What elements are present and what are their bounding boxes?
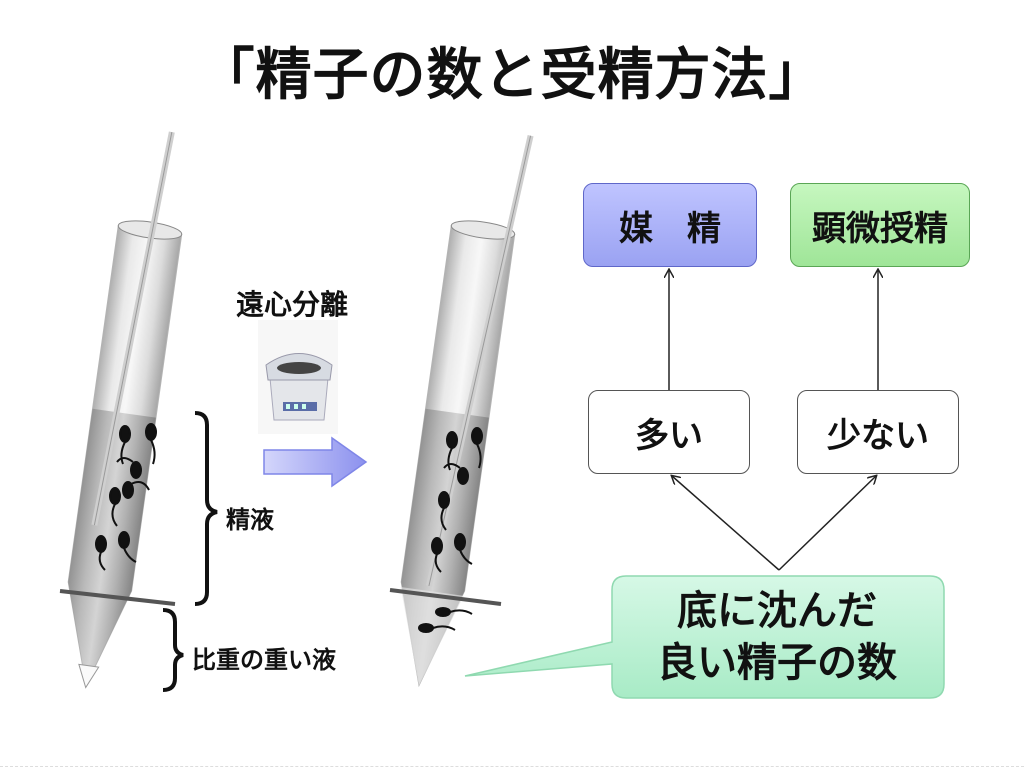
many-box: 多い (588, 390, 750, 474)
sperm-cells-after (431, 427, 483, 573)
flow-arrows (669, 270, 878, 571)
semen-label: 精液 (226, 506, 274, 534)
centrifuge-icon (258, 320, 338, 434)
ivf-box: 媒 精 (583, 183, 757, 267)
footer-divider (0, 766, 1024, 767)
test-tube-after (400, 135, 534, 688)
few-box: 少ない (797, 390, 959, 474)
sperm-cells-sunk (418, 607, 473, 633)
slide-title: 「精子の数と受精方法」 (198, 43, 826, 108)
process-arrow (263, 436, 368, 488)
brace-dense-liquid (162, 608, 184, 692)
centrifuge-label: 遠心分離 (236, 288, 349, 321)
brace-semen (194, 411, 218, 606)
callout-line-1: 底に沈んだ (677, 588, 877, 634)
dense-liquid-label: 比重の重い液 (192, 646, 336, 674)
separation-line-after (389, 588, 502, 606)
sperm-cells-scattered (95, 423, 157, 571)
callout-line-2: 良い精子の数 (657, 640, 897, 686)
callout-bubble (464, 575, 945, 699)
separation-line-before (59, 589, 176, 606)
callout-text: 底に沈んだ 良い精子の数 (612, 578, 942, 696)
icsi-box: 顕微授精 (790, 183, 970, 267)
test-tube-before (67, 131, 183, 689)
